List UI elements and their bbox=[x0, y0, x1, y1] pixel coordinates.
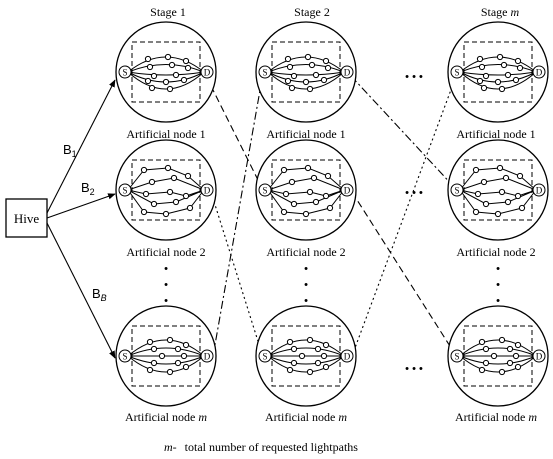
artificial-node-stagem-row1: S D bbox=[447, 21, 549, 123]
stage-m-label: Stage m bbox=[481, 5, 520, 19]
destination-node-label: D bbox=[344, 352, 351, 362]
connector-s1r1-s2r2 bbox=[205, 75, 263, 189]
source-node-label: S bbox=[122, 186, 127, 196]
caption-stage2-row2: Artificial node 2 bbox=[266, 245, 345, 259]
artificial-node-stage2-rowm: S D bbox=[255, 305, 357, 407]
connector-s2r1-smr2 bbox=[350, 75, 456, 189]
stage-2-label: Stage 2 bbox=[294, 5, 330, 19]
source-node-label: S bbox=[454, 352, 459, 362]
vertical-ellipsis-stage-1: ••• bbox=[164, 263, 168, 307]
artificial-node-stagem-row2: S D bbox=[447, 139, 549, 241]
source-node-label: S bbox=[454, 186, 459, 196]
connector-s1rm-s2r1 bbox=[212, 78, 264, 357]
footer-note: m-total number of requested lightpaths bbox=[164, 440, 358, 454]
source-node-label: S bbox=[262, 186, 267, 196]
destination-node-label: D bbox=[204, 68, 211, 78]
destination-node-label: D bbox=[344, 186, 351, 196]
caption-stagem-row1: Artificial node 1 bbox=[456, 127, 535, 141]
caption-stage1-rowm: Artificial node m bbox=[125, 410, 207, 424]
branch-label-b2: B2 bbox=[81, 180, 95, 197]
arrow-bb bbox=[46, 222, 116, 359]
hive-label: Hive bbox=[14, 211, 40, 226]
artificial-node-stage1-row2: S D bbox=[115, 139, 217, 241]
connector-s2rm-smr1 bbox=[351, 78, 456, 357]
stage-1-label: Stage 1 bbox=[150, 5, 186, 19]
hive-box bbox=[5, 198, 48, 238]
caption-stage2-rowm: Artificial node m bbox=[265, 410, 347, 424]
artificial-node-stagem-rowm: S D bbox=[447, 305, 549, 407]
source-node-label: S bbox=[262, 352, 267, 362]
destination-node-label: D bbox=[344, 68, 351, 78]
connector-s1r2-s2rm bbox=[210, 191, 263, 355]
ellipsis-row-2: • • • bbox=[405, 187, 423, 199]
artificial-node-stage1-rowm: S D bbox=[115, 305, 217, 407]
connector-s2r2-smrm bbox=[351, 191, 456, 355]
artificial-node-stage2-row1: S D bbox=[255, 21, 357, 123]
ellipsis-row-m: • • • bbox=[405, 363, 423, 375]
source-node-label: S bbox=[122, 352, 127, 362]
caption-stage1-row1: Artificial node 1 bbox=[126, 127, 205, 141]
destination-node-label: D bbox=[204, 186, 211, 196]
branch-label-b1: B1 bbox=[63, 142, 77, 159]
caption-stage2-row1: Artificial node 1 bbox=[266, 127, 345, 141]
caption-stagem-row2: Artificial node 2 bbox=[456, 245, 535, 259]
artificial-node-stage2-row2: S D bbox=[255, 139, 357, 241]
source-node-label: S bbox=[454, 68, 459, 78]
arrow-b1 bbox=[46, 79, 116, 214]
caption-stagem-rowm: Artificial node m bbox=[455, 410, 537, 424]
destination-node-label: D bbox=[204, 352, 211, 362]
source-node-label: S bbox=[262, 68, 267, 78]
vertical-ellipsis-stage-2: ••• bbox=[304, 263, 308, 307]
caption-stage1-row2: Artificial node 2 bbox=[126, 245, 205, 259]
branch-label-bb: BB bbox=[92, 286, 107, 303]
vertical-ellipsis-stage-m: ••• bbox=[496, 263, 500, 307]
destination-node-label: D bbox=[536, 352, 543, 362]
destination-node-label: D bbox=[536, 68, 543, 78]
arrow-b2 bbox=[46, 193, 116, 219]
ellipsis-row-1: • • • bbox=[405, 71, 423, 83]
artificial-node-stage1-row1: S D bbox=[115, 21, 217, 123]
destination-node-label: D bbox=[536, 186, 543, 196]
source-node-label: S bbox=[122, 68, 127, 78]
